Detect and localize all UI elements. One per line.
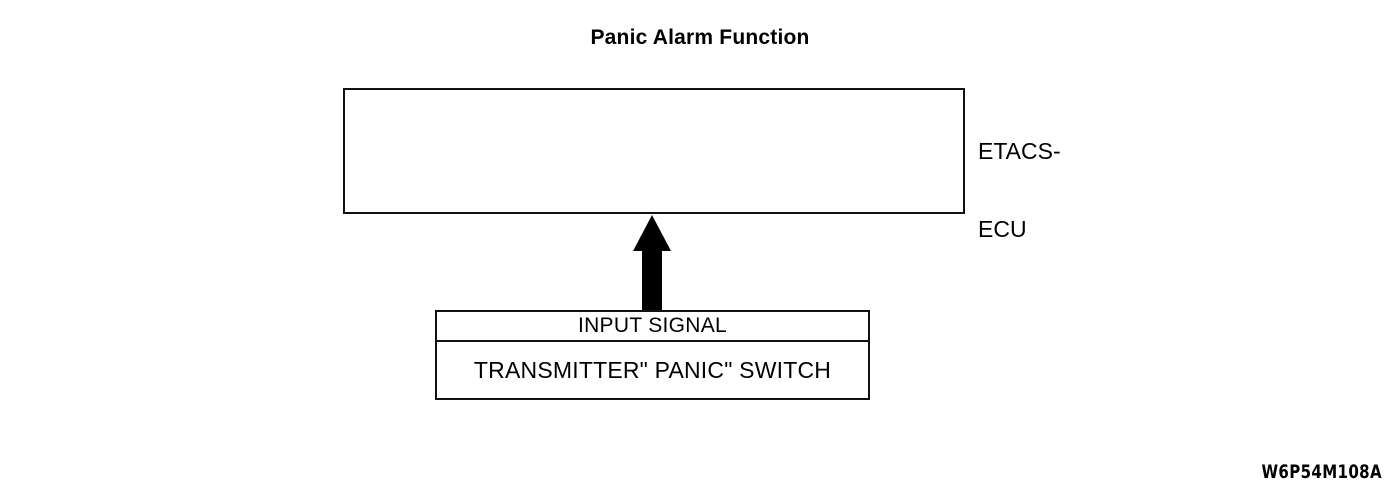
etacs-ecu-box xyxy=(343,88,965,214)
figure-reference-code: W6P54M108A xyxy=(1261,461,1382,483)
etacs-ecu-label: ETACS- ECU xyxy=(978,86,1061,294)
page-title: Panic Alarm Function xyxy=(0,25,1400,51)
etacs-ecu-label-line2: ECU xyxy=(978,216,1027,242)
input-signal-header: INPUT SIGNAL xyxy=(437,312,868,342)
transmitter-panic-switch-label: TRANSMITTER" PANIC" SWITCH xyxy=(473,357,832,383)
etacs-ecu-label-line1: ETACS- xyxy=(978,138,1061,164)
page-title-text: Panic Alarm Function xyxy=(590,26,810,49)
arrow-up-shape xyxy=(633,215,671,312)
input-signal-arrow-icon xyxy=(633,215,671,312)
input-signal-header-text: INPUT SIGNAL xyxy=(577,314,728,337)
input-signal-body: TRANSMITTER" PANIC" SWITCH xyxy=(437,342,868,398)
input-signal-source-box: INPUT SIGNAL TRANSMITTER" PANIC" SWITCH xyxy=(435,310,870,400)
